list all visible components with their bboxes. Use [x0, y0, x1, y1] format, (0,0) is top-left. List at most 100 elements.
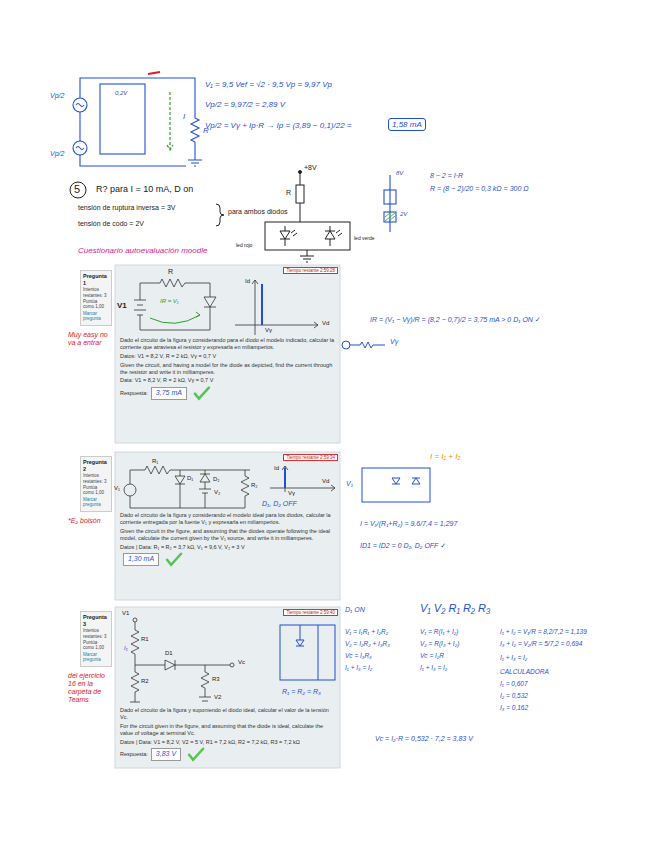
timer-box: Tiempo restante 2:59:40 [283, 609, 338, 616]
q2-circuit [124, 466, 335, 508]
handwritten-circuit [76, 147, 84, 150]
question-meta: Puntúa como 1,00 [83, 485, 109, 496]
handwritten-sketch [296, 625, 318, 680]
component-label: tensión de ruptura inversa = 3V [78, 204, 175, 212]
component-label: R? para I = 10 mA, D on [96, 184, 193, 194]
handwritten-note: I₁ + I₃ = I₂ [420, 664, 447, 671]
question-meta: Marcar pregunta [83, 311, 109, 322]
question-meta: Pregunta 1 [83, 273, 109, 286]
answer-row: 1,30 mA [120, 553, 335, 566]
panel-background [115, 265, 340, 443]
component-label: +8V [304, 164, 317, 172]
diode-model [261, 284, 263, 325]
q1-circuit [134, 279, 318, 335]
handwritten-note: Vc = I₃R₃ [345, 652, 372, 659]
led-circuit [325, 226, 335, 246]
check-mark [167, 554, 181, 565]
timer-text: Tiempo restante 2:59:40 [286, 610, 335, 615]
q1-circuit [235, 280, 318, 335]
handwritten-note: Vp/2 = 9,97/2 = 2,89 V [205, 100, 285, 109]
timer-box: Tiempo restante 2:59:34 [283, 454, 338, 461]
result-value: 1,58 mA [392, 120, 422, 129]
check-mark [189, 749, 203, 760]
handwritten-note: V₁ = I₁R₁ + I₂R₂ [345, 628, 388, 635]
question-text: Given the circuit in the figure, and ass… [120, 528, 335, 542]
timer-text: Tiempo restante 2:59:28 [286, 268, 335, 273]
q3-circuit [199, 665, 211, 701]
current-arrow [167, 92, 173, 150]
question-meta: Intentos restantes: 3 [83, 473, 109, 484]
handwritten-note: I₁ = 0,607 [500, 680, 528, 687]
component-label: Id [245, 278, 250, 285]
handwritten-note: I₁ + I₃ = I₂ [500, 654, 527, 661]
question-meta: Intentos restantes: 3 [83, 287, 109, 298]
handwritten-note: Vp/2 = Vγ + Ip·R → Ip = (3,89 − 0,1)/22 … [205, 121, 352, 130]
current-arrow [167, 92, 173, 150]
handwritten-note: I₂ = 0,532 [500, 692, 528, 699]
handwritten-note: I = I₁ + I₂ [430, 452, 460, 461]
q3-circuit [131, 622, 165, 665]
handwritten-circuit [80, 78, 202, 166]
component-label: R [286, 189, 291, 197]
component-label: Id [274, 465, 279, 472]
handwritten-note: del ejercicio 16 en la carpeta de Teams [68, 672, 112, 704]
component-label: Vγ [288, 490, 295, 497]
diode-model [284, 468, 286, 488]
handwritten-sketch [362, 468, 430, 502]
answer-box: 3,83 V [151, 748, 181, 761]
handwritten-note: *E₂ bolsón [68, 517, 112, 525]
component-label: V2 [214, 694, 221, 701]
question-body: Dado el circuito de la figura y suponien… [115, 607, 340, 765]
hatching [385, 212, 395, 221]
number-circle [70, 182, 86, 198]
handwritten-circuit [73, 78, 202, 166]
handwritten-note: Muy easy no va a entrar [68, 331, 112, 347]
answer-prompt: Respuesta: [120, 390, 148, 396]
question-text: Given the circuit, and having a model fo… [120, 362, 335, 376]
result-box: 1,58 mA [388, 118, 426, 131]
handwritten-note: R [203, 126, 209, 135]
panel-background [115, 452, 340, 600]
panel-background [115, 607, 340, 768]
question-meta: Puntúa como 1,00 [83, 640, 109, 651]
component-label: para ambos diodos [228, 208, 288, 216]
diode-model [284, 468, 286, 488]
question-text: Dado el circuito de la figura y consider… [120, 512, 335, 526]
handwritten-circuit [73, 98, 87, 112]
question-text: Data: V1 = 8,2 V, R = 2 kΩ, Vγ = 0,7 V [120, 377, 335, 384]
component-label: D₁ [187, 475, 193, 482]
q1-circuit [140, 279, 210, 330]
q2-circuit [241, 470, 249, 508]
answer-value: 3,75 mA [156, 389, 182, 396]
led-circuit [265, 171, 350, 263]
handwritten-note: Vc = I₂R [420, 652, 444, 659]
handwritten-note: Cuestionario autoevaluación moodle [78, 246, 207, 255]
handwritten-sketch [280, 625, 335, 680]
question-meta: Puntúa como 1,00 [83, 299, 109, 310]
handwritten-note: Vp/2 [50, 150, 64, 158]
question-panel: Dado el circuito de la figura y consider… [115, 265, 340, 443]
handwritten-note: I₃ = 0,162 [500, 704, 528, 711]
question-body: Dado el circuito de la figura y consider… [115, 452, 340, 570]
question-panel: Dado el circuito de la figura y consider… [115, 452, 340, 600]
handwritten-circuit [73, 141, 87, 155]
number-circle [70, 182, 86, 198]
question-text: Dado el circuito de la figura y suponien… [120, 707, 335, 721]
component-label: R₁ [152, 458, 158, 465]
question-meta: Pregunta 3 [83, 614, 109, 627]
component-label: Vd [322, 478, 329, 485]
handwritten-sketch [392, 478, 420, 484]
handwritten-note: 2V [400, 211, 407, 218]
q2-circuit [270, 466, 335, 492]
component-label: D1 [165, 650, 173, 657]
handwritten-note: V₁ V₂ R₁ R₂ R₃ [420, 602, 490, 615]
led-circuit [300, 172, 301, 222]
component-label: Vc [238, 659, 245, 666]
handwritten-note: V₁ = 9,5 Vef = √2 · 9,5 Vp = 9,97 Vp [205, 80, 332, 89]
handwritten-sketch [342, 341, 350, 349]
question-meta: Marcar pregunta [83, 652, 109, 663]
question-text: Datos: V1 = 8,2 V, R = 2 kΩ, Vγ = 0,7 V [120, 353, 335, 360]
handwritten-note: V₂ = I₂R₂ + I₃R₃ [345, 640, 390, 647]
brace [216, 204, 224, 226]
